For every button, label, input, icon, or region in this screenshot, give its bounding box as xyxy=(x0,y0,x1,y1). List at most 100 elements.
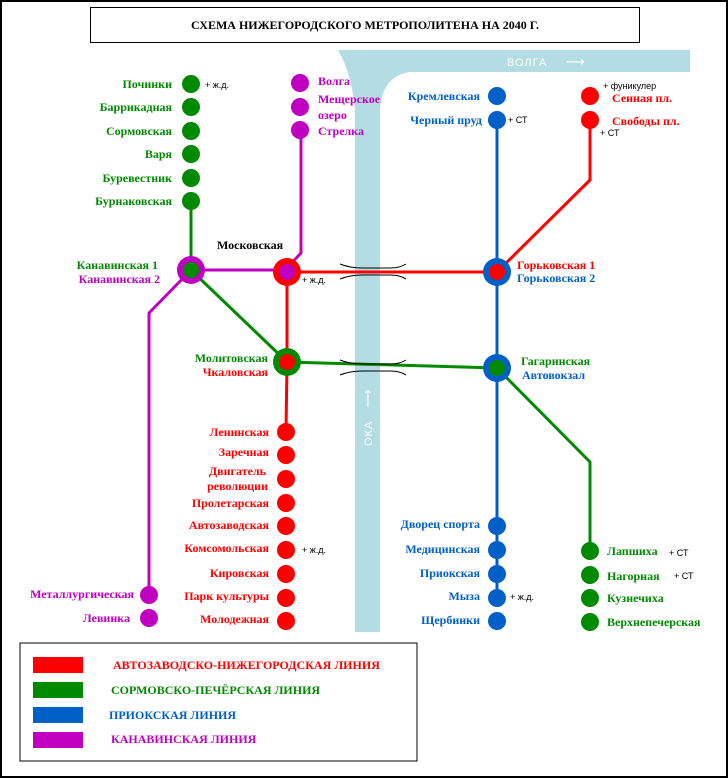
label-meshcherskoe-1: Мещерское xyxy=(318,92,381,106)
transfer-moligovskaya[interactable] xyxy=(273,348,301,376)
station-molodezhnaya[interactable] xyxy=(277,612,295,630)
station-kremlevskaya[interactable] xyxy=(488,87,506,105)
station-nagornaya[interactable] xyxy=(581,566,599,584)
bridge-upper-bottom xyxy=(339,274,407,280)
transfer-gagarinskaya[interactable] xyxy=(483,354,511,382)
label-gagarinskaya: Гагаринская xyxy=(521,354,591,368)
label-komsomolskaya: Комсомольская xyxy=(184,541,269,555)
note-moskovskaya-rail: + ж.д. xyxy=(302,275,326,285)
station-barrikadnaya[interactable] xyxy=(182,98,200,116)
station-leninskaya[interactable] xyxy=(277,423,295,441)
station-kuznechikha[interactable] xyxy=(581,589,599,607)
station-burnakovskaya[interactable] xyxy=(182,192,200,210)
station-avtozavodskaya[interactable] xyxy=(277,517,295,535)
station-metallurgicheskaya[interactable] xyxy=(140,586,158,604)
label-kanavinskaya2: Канавинская 2 xyxy=(79,272,160,286)
station-pochinki[interactable] xyxy=(182,75,200,93)
legend-label-red: АВТОЗАВОДСКО-НИЖЕГОРОДСКАЯ ЛИНИЯ xyxy=(113,658,380,672)
label-sormovskaya: Сормовская xyxy=(106,124,173,138)
station-meshcherskoe[interactable] xyxy=(291,98,309,116)
note-svobody-st: + СТ xyxy=(600,128,620,138)
label-avtovokzal: Автовокзал xyxy=(522,368,585,382)
label-proletarskaya: Пролетарская xyxy=(192,496,270,510)
station-lapshikha[interactable] xyxy=(581,542,599,560)
legend-swatch-blue xyxy=(33,707,83,723)
legend-label-blue: ПРИОКСКАЯ ЛИНИЯ xyxy=(109,708,236,722)
label-dvorets-sporta: Дворец спорта xyxy=(401,517,480,531)
transfer-gorkovskaya[interactable] xyxy=(483,258,511,286)
station-meditsinskaya[interactable] xyxy=(488,541,506,559)
label-lapshikha: Лапшиха xyxy=(607,544,658,558)
label-chkalovskaya: Чкаловская xyxy=(203,365,269,379)
label-dvigatel-2: революции xyxy=(207,479,268,493)
label-molodezhnaya: Молодежная xyxy=(200,612,269,626)
station-zarechnaya[interactable] xyxy=(277,446,295,464)
label-volga: Волга xyxy=(318,74,350,88)
label-nagornaya: Нагорная xyxy=(607,569,660,583)
legend-swatch-purple xyxy=(33,732,83,748)
station-proletarskaya[interactable] xyxy=(277,494,295,512)
label-svobody: Свободы пл. xyxy=(612,114,680,128)
transfer-kanavinskaya[interactable] xyxy=(177,256,205,284)
label-sennaya: Сенная пл. xyxy=(612,91,672,105)
station-cherny-prud[interactable] xyxy=(488,111,506,129)
station-kirovskaya[interactable] xyxy=(277,565,295,583)
station-sormovskaya[interactable] xyxy=(182,122,200,140)
legend-swatch-red xyxy=(33,657,83,673)
label-avtozavodskaya: Автозаводская xyxy=(189,518,270,532)
station-strelka[interactable] xyxy=(291,121,309,139)
label-burnakovskaya: Бурнаковская xyxy=(95,194,172,208)
bridge-lower-top xyxy=(339,359,407,365)
label-metallurgicheskaya: Металлургическая xyxy=(30,587,134,601)
note-cherny-prud-st: + СТ xyxy=(508,115,528,125)
station-park-kultury[interactable] xyxy=(277,589,295,607)
station-burevestnik[interactable] xyxy=(182,169,200,187)
label-gorkovskaya2: Горьковская 2 xyxy=(517,271,595,285)
station-dvorets-sporta[interactable] xyxy=(488,517,506,535)
river-volga-oka xyxy=(338,50,690,632)
map-title: СХЕМА НИЖЕГОРОДСКОГО МЕТРОПОЛИТЕНА НА 20… xyxy=(90,7,640,43)
label-moligovskaya: Молитовская xyxy=(195,351,269,365)
station-komsomolskaya[interactable] xyxy=(277,541,295,559)
legend-box xyxy=(19,642,418,762)
river-volga-arrow: ⟶ xyxy=(566,54,585,69)
river-volga-label: ВОЛГА xyxy=(507,57,547,69)
label-meditsinskaya: Медицинская xyxy=(405,542,480,556)
label-priokskaya: Приокская xyxy=(420,566,481,580)
label-barrikadnaya: Баррикадная xyxy=(100,100,173,114)
label-myza: Мыза xyxy=(448,589,480,603)
station-dvigatel[interactable] xyxy=(277,470,295,488)
note-pochinki-rail: + ж.д. xyxy=(205,80,229,90)
label-gorkovskaya1: Горьковская 1 xyxy=(517,258,595,272)
map-title-text: СХЕМА НИЖЕГОРОДСКОГО МЕТРОПОЛИТЕНА НА 20… xyxy=(190,17,540,32)
label-kuznechikha: Кузнечиха xyxy=(607,591,664,605)
label-meshcherskoe-2: озеро xyxy=(318,108,347,122)
note-nagornaya-st: + СТ xyxy=(674,571,694,581)
station-sennaya[interactable] xyxy=(581,87,599,105)
note-lapshikha-st: + СТ xyxy=(669,548,689,558)
label-burevestnik: Буревестник xyxy=(102,171,172,185)
note-myza-rail: + ж.д. xyxy=(510,592,534,602)
label-kirovskaya: Кировская xyxy=(210,566,270,580)
label-verkhnepecherskaya: Верхнепечерская xyxy=(607,615,701,629)
station-verkhnepecherskaya[interactable] xyxy=(581,613,599,631)
transfer-moskovskaya[interactable] xyxy=(273,258,301,286)
station-varya[interactable] xyxy=(182,145,200,163)
river-oka-label: ОКА xyxy=(363,421,375,446)
label-levinka: Левинка xyxy=(83,611,130,625)
bridges xyxy=(339,263,407,376)
station-volga[interactable] xyxy=(291,74,309,92)
bridge-lower-bottom xyxy=(339,370,407,376)
station-levinka[interactable] xyxy=(140,609,158,627)
label-cherny-prud: Черный пруд xyxy=(410,113,482,127)
station-myza[interactable] xyxy=(488,589,506,607)
label-dvigatel-1: Двигатель xyxy=(209,464,267,478)
label-pochinki: Починки xyxy=(123,77,173,91)
station-priokskaya[interactable] xyxy=(488,565,506,583)
legend: АВТОЗАВОДСКО-НИЖЕГОРОДСКАЯ ЛИНИЯ СОРМОВС… xyxy=(19,642,418,762)
station-svobody[interactable] xyxy=(581,111,599,129)
label-moskovskaya: Московская xyxy=(217,238,284,252)
station-shcherbinki[interactable] xyxy=(488,612,506,630)
